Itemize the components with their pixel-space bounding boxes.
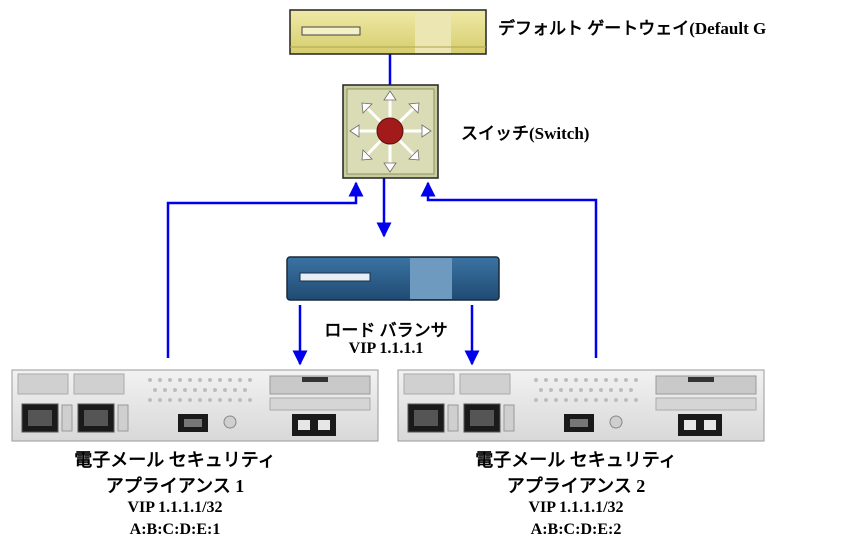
appliance-1-name: 電子メール セキュリティ (74, 450, 276, 470)
load-balancer-device (286, 256, 500, 301)
appliance2-switch-link (420, 181, 598, 358)
appliance1-switch-link (166, 181, 364, 358)
appliance-1-device (11, 369, 379, 442)
load-balancer-vip: VIP 1.1.1.1 (348, 340, 424, 357)
gateway-device (289, 9, 487, 55)
switch-hub-icon (376, 117, 404, 145)
appliance-2-name: 電子メール セキュリティ (475, 450, 677, 470)
gateway-label: デフォルト ゲートウェイ(Default G (498, 19, 767, 38)
appliance-2-mac: A:B:C:D:E:2 (530, 521, 622, 538)
connections (166, 53, 598, 366)
appliance-1-name-line2: アプライアンス 1 (105, 476, 245, 496)
load-balancer-label: ロード バランサ (324, 321, 448, 340)
appliance-1-mac: A:B:C:D:E:1 (129, 521, 221, 538)
switch-device (342, 84, 439, 179)
appliance-1-vip: VIP 1.1.1.1/32 (127, 499, 223, 516)
switch-label: スイッチ(Switch) (461, 124, 590, 143)
appliance-2-name-line2: アプライアンス 2 (506, 476, 646, 496)
appliance-2-vip: VIP 1.1.1.1/32 (528, 499, 624, 516)
appliance-2-device (397, 369, 765, 442)
